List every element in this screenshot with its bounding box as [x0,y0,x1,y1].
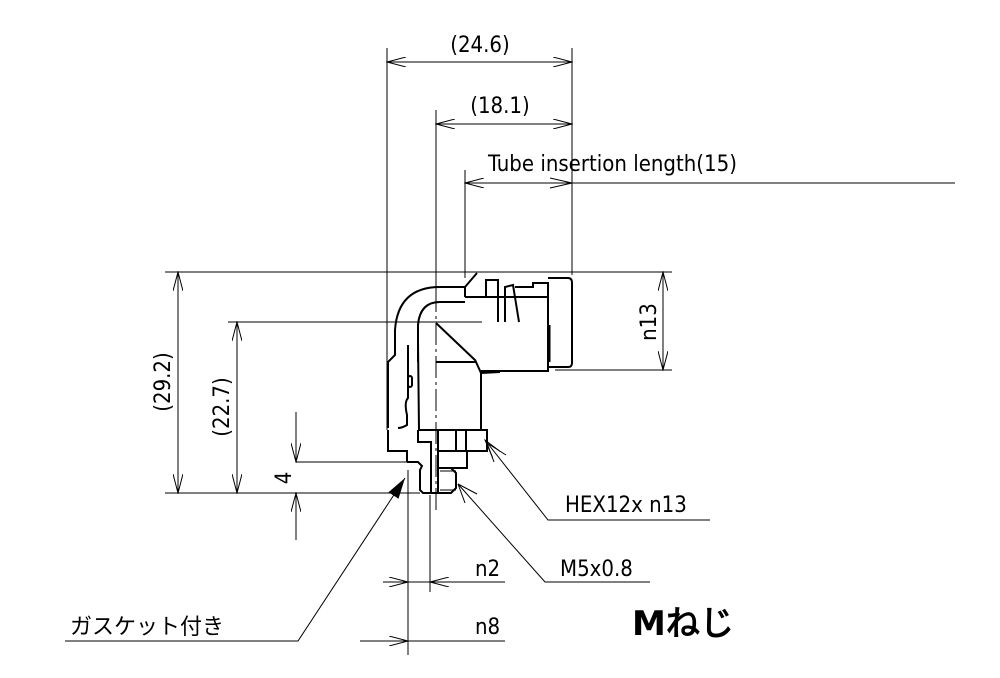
dimension-overall-height: (29.2) [151,272,178,493]
dim-label-n2: n2 [475,557,500,582]
callout-gasket: ガスケット付き [65,477,406,642]
dimension-overall-width: (24.6) [387,33,572,62]
dim-label-overall-height: (29.2) [151,352,176,412]
dim-label-center-height: (22.7) [210,377,235,437]
elbow-fitting-part [387,272,573,494]
drawing-title: Mねじ [632,604,734,644]
callout-label-thread: M5x0.8 [560,557,633,582]
dim-label-tube-od: n13 [637,303,662,341]
dimension-n8: n8 [360,615,505,641]
dim-label-n8: n8 [475,615,500,640]
dimension-center-to-end: (18.1) [436,94,572,124]
callout-label-gasket: ガスケット付き [70,615,224,640]
dimension-tube-insertion: Tube insertion length(15) [465,152,955,189]
dimension-center-height: (22.7) [210,322,237,493]
dimension-n2: n2 [383,557,505,582]
dim-label-center-to-end: (18.1) [470,94,530,119]
dimension-thread-length: 4 [272,412,300,540]
dim-label-thread-length: 4 [272,472,297,485]
dimension-tube-od: n13 [637,272,663,370]
callout-hex: HEX12x n13 [485,440,710,521]
dim-label-tube-insertion: Tube insertion length(15) [487,152,737,177]
dim-label-overall-width: (24.6) [450,33,510,58]
callout-label-hex: HEX12x n13 [565,493,687,518]
callout-thread: M5x0.8 [457,483,650,583]
